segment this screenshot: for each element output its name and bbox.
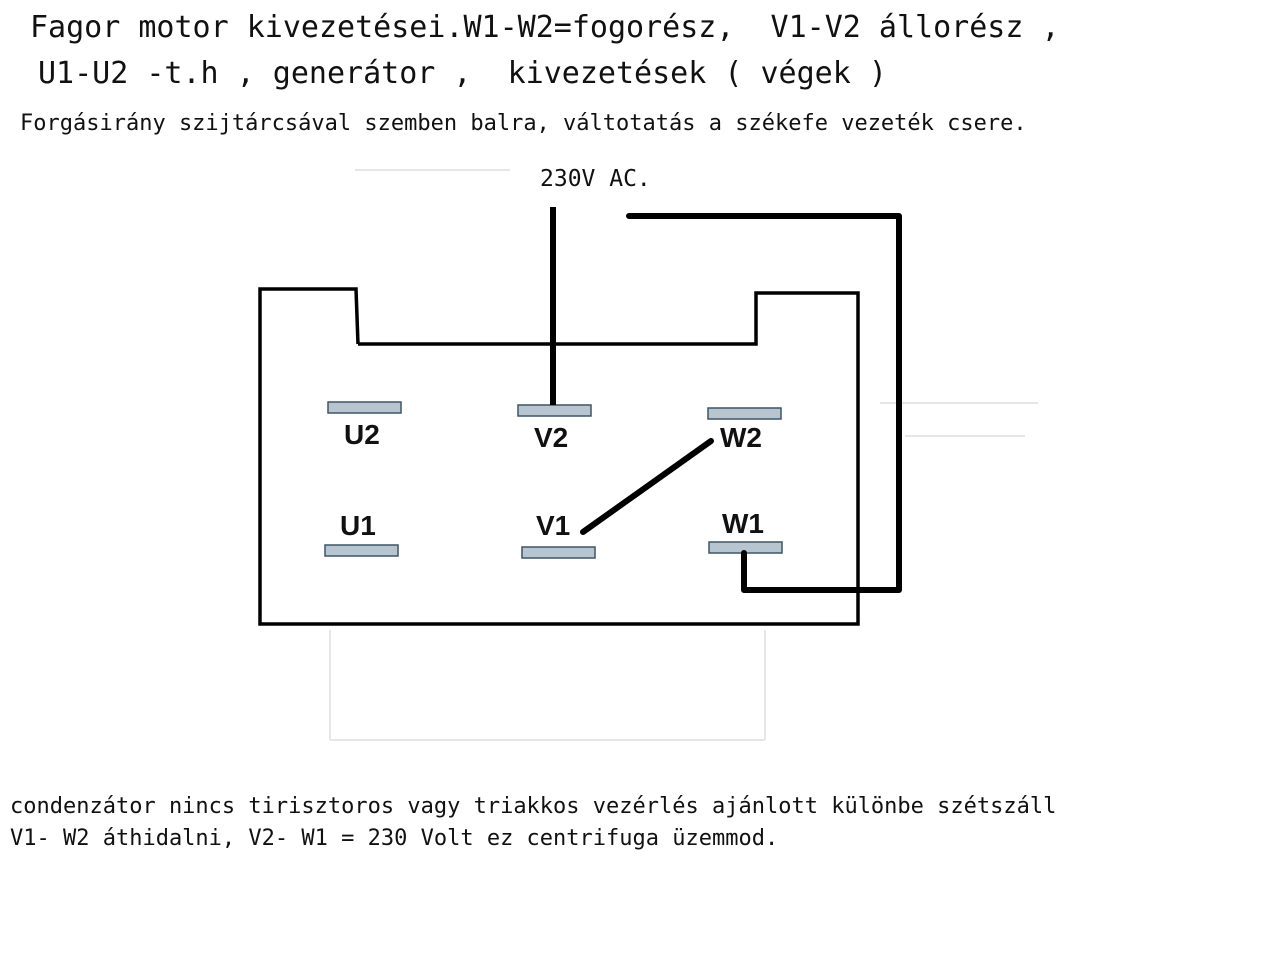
terminal-label-u1: U1	[340, 510, 376, 541]
title-line-1: Fagor motor kivezetései.W1-W2=fogorész, …	[30, 10, 1060, 45]
supply-voltage-label: 230V AC.	[540, 166, 651, 192]
terminal-plate-u1	[324, 544, 399, 557]
faint-background-sketch	[329, 169, 1038, 741]
terminal-label-v1: V1	[536, 510, 570, 541]
terminal-label-w1: W1	[722, 508, 764, 539]
terminal-plate-v2	[517, 404, 592, 417]
terminal-plate-w2	[707, 407, 782, 420]
terminal-plate-u2	[327, 401, 402, 414]
note-line-1: condenzátor nincs tirisztoros vagy triak…	[10, 794, 1057, 819]
terminal-plate-v1	[521, 546, 596, 559]
terminal-label-w2: W2	[720, 422, 762, 453]
terminal-label-u2: U2	[344, 419, 380, 450]
title-line-3: Forgásirány szijtárcsával szemben balra,…	[20, 111, 1027, 136]
note-line-2: V1- W2 áthidalni, V2- W1 = 230 Volt ez c…	[10, 826, 779, 851]
supply-wire-w1	[626, 213, 902, 593]
terminal-box-outline	[258, 287, 860, 626]
terminal-label-v2: V2	[534, 422, 568, 453]
bridge-wire-v1-w2	[580, 438, 714, 535]
title-line-2: U1-U2 -t.h , generátor , kivezetések ( v…	[38, 56, 887, 91]
